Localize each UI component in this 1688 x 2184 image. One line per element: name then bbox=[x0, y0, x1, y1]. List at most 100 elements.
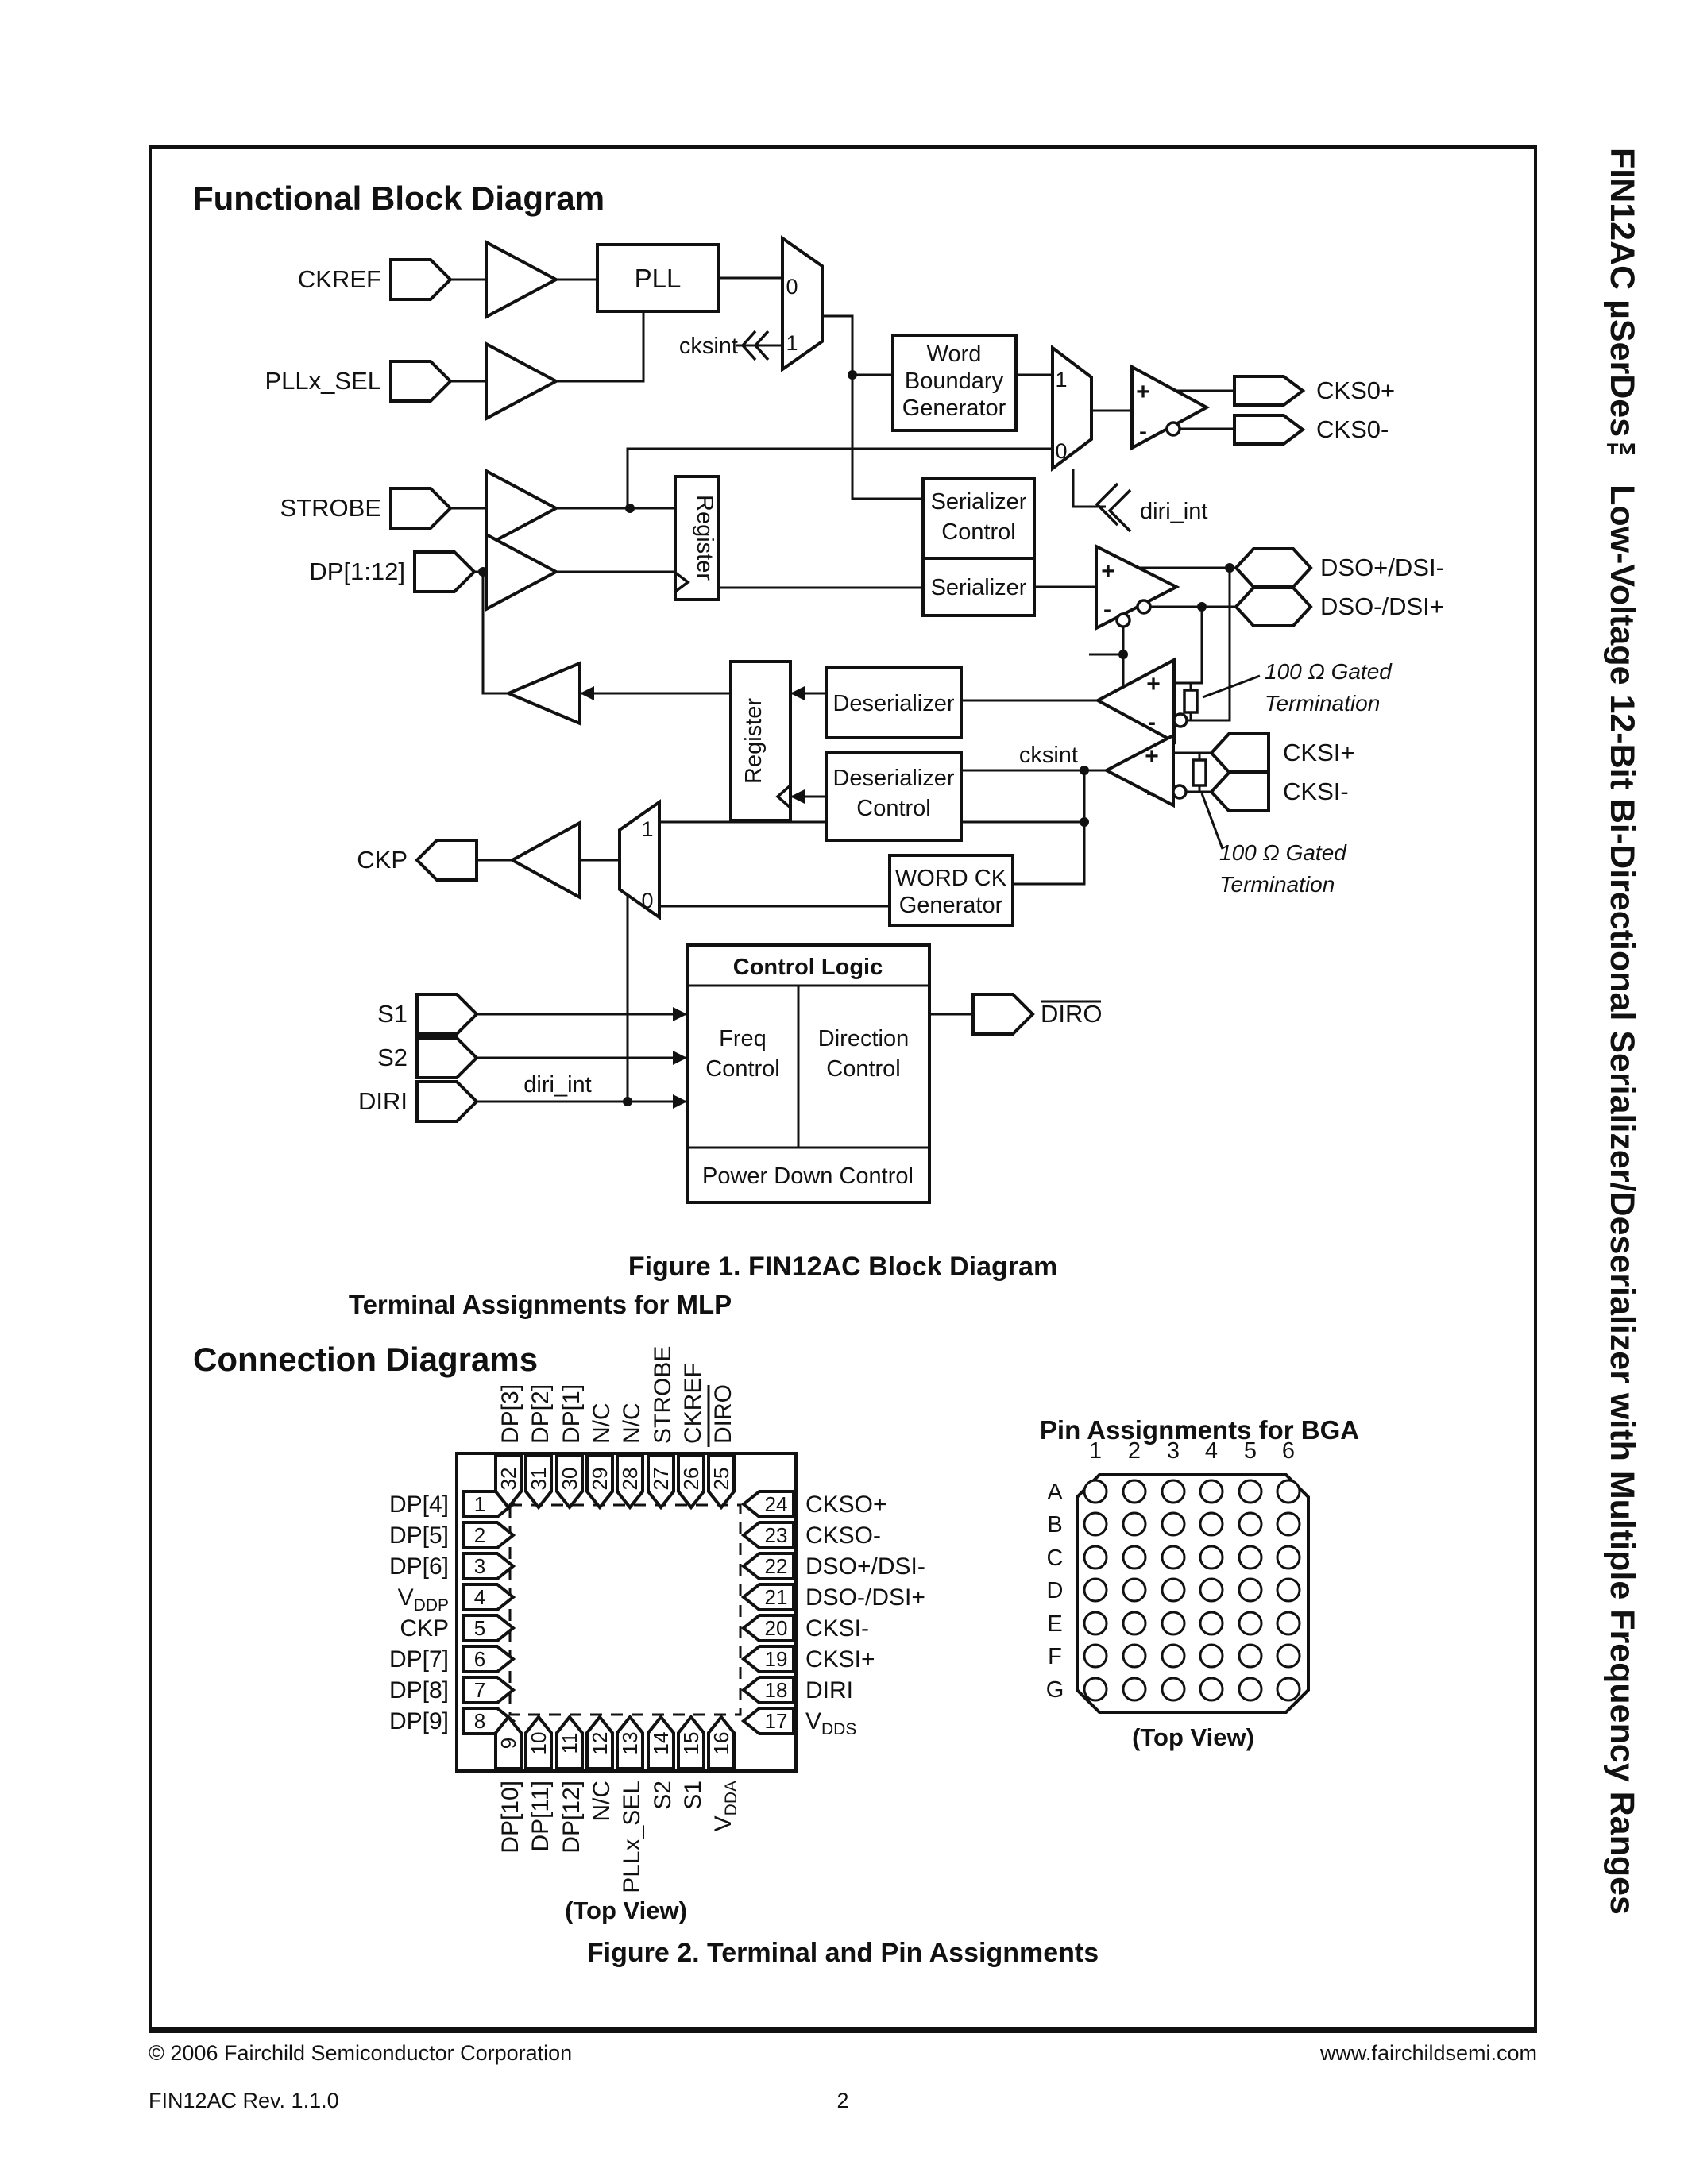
mlp-pin-shape bbox=[677, 1714, 705, 1770]
deserializer-control-label-1: Deserializer bbox=[832, 766, 954, 791]
mlp-pin-number: 14 bbox=[649, 1732, 673, 1755]
dsi-receiver bbox=[1094, 657, 1176, 745]
word-ck-generator-block bbox=[888, 854, 1014, 927]
bga-top-view-label: (Top View) bbox=[1132, 1723, 1254, 1751]
mlp-pin-number: 31 bbox=[527, 1468, 550, 1491]
mlp-pin-label: STROBE bbox=[650, 1346, 676, 1444]
bga-column-number: 1 bbox=[1089, 1438, 1102, 1464]
bga-ball bbox=[1122, 1577, 1147, 1603]
cksint-net-label-top: cksint bbox=[679, 334, 738, 359]
mlp-pin-label: DIRI bbox=[805, 1677, 853, 1704]
mlp-pin-label: CKSI+ bbox=[805, 1646, 875, 1673]
word-boundary-generator-block bbox=[891, 334, 1018, 432]
bga-ball bbox=[1161, 1545, 1186, 1570]
footer-website: www.fairchildsemi.com bbox=[1319, 2041, 1537, 2065]
mlp-pin-number: 4 bbox=[474, 1585, 485, 1609]
bga-row-letter: D bbox=[1047, 1578, 1064, 1603]
mlp-pin-shape bbox=[555, 1714, 584, 1770]
pll-label: PLL bbox=[635, 264, 682, 293]
bga-ball bbox=[1238, 1677, 1263, 1702]
dp-bus-label: DP[1:12] bbox=[309, 558, 405, 585]
mlp-pin-label: DP[10] bbox=[497, 1781, 523, 1854]
figure1-caption: Figure 1. FIN12AC Block Diagram bbox=[628, 1252, 1058, 1282]
mlp-pin-label: DP[12] bbox=[558, 1781, 585, 1854]
mux3-in1-label: 1 bbox=[641, 817, 653, 841]
mlp-pin-shape bbox=[740, 1583, 795, 1611]
mlp-pin-number: 15 bbox=[679, 1732, 703, 1755]
strobe-buffer bbox=[485, 468, 560, 549]
bga-row-letter: E bbox=[1047, 1611, 1062, 1637]
figure1-block-diagram: CKREF PLLx_SEL STROBE DP[1:12] CKP S1 S2… bbox=[265, 235, 1444, 1204]
mlp-pin-number: 21 bbox=[765, 1585, 788, 1609]
serializer-control-block bbox=[921, 477, 1036, 560]
bga-column-number: 4 bbox=[1205, 1438, 1218, 1464]
bga-ball bbox=[1122, 1545, 1147, 1570]
mlp-pin-label: DP[3] bbox=[497, 1384, 523, 1444]
s2-pad bbox=[415, 1036, 479, 1079]
control-logic-block bbox=[686, 943, 931, 1204]
direction-control-label-1: Direction bbox=[818, 1026, 909, 1051]
mlp-pin-shape bbox=[740, 1614, 795, 1642]
bga-row-letter: C bbox=[1047, 1545, 1064, 1571]
cksint-bus-chevron bbox=[740, 330, 770, 361]
ckref-pad bbox=[389, 258, 453, 301]
mlp-pin-label: DP[8] bbox=[389, 1677, 449, 1704]
svg-text:-: - bbox=[1103, 596, 1111, 623]
cks0-source-mux bbox=[1051, 344, 1093, 473]
power-down-control-label: Power Down Control bbox=[702, 1163, 914, 1189]
s1-pad bbox=[415, 993, 479, 1036]
bga-ball bbox=[1276, 1577, 1301, 1603]
bga-ball bbox=[1199, 1611, 1224, 1636]
register-tx-label: Register bbox=[692, 495, 717, 581]
mlp-pin-label: N/C bbox=[589, 1403, 615, 1444]
bga-package-outline bbox=[1076, 1473, 1310, 1714]
bga-ball bbox=[1122, 1611, 1147, 1636]
mlp-pin-label: CKP bbox=[400, 1615, 449, 1642]
bga-ball bbox=[1238, 1479, 1263, 1504]
mlp-pin-number: 2 bbox=[474, 1523, 485, 1547]
mlp-pin-label: N/C bbox=[589, 1781, 615, 1822]
bga-ball bbox=[1238, 1511, 1263, 1537]
mlp-pin-shape bbox=[740, 1490, 795, 1518]
diri-int-net-label-bottom: diri_int bbox=[523, 1072, 591, 1098]
bga-ball bbox=[1276, 1545, 1301, 1570]
mlp-pin-label: DSO+/DSI- bbox=[805, 1553, 925, 1580]
mlp-pin-label: DP[7] bbox=[389, 1646, 449, 1673]
ckp-label: CKP bbox=[357, 846, 408, 874]
mlp-pin-label: CKSO- bbox=[805, 1522, 881, 1549]
word-ck-label-1: WORD CK bbox=[895, 866, 1007, 891]
fig1-wires bbox=[450, 276, 1261, 1103]
serializer-control-label-1: Serializer bbox=[931, 489, 1027, 515]
mux1-in1-label: 1 bbox=[786, 331, 798, 355]
pllx-sel-label: PLLx_SEL bbox=[265, 367, 382, 395]
bga-ball bbox=[1083, 1643, 1108, 1669]
cksi-minus-label: CKSI- bbox=[1283, 778, 1349, 805]
bga-ball bbox=[1276, 1511, 1301, 1537]
bga-ball bbox=[1083, 1545, 1108, 1570]
ckp-source-mux bbox=[618, 799, 661, 920]
bga-ball bbox=[1238, 1577, 1263, 1603]
svg-text:-: - bbox=[1148, 709, 1156, 735]
freq-control-label-2: Control bbox=[705, 1056, 780, 1082]
mlp-pin-number: 28 bbox=[618, 1468, 642, 1491]
mlp-pin-label: DP[9] bbox=[389, 1708, 449, 1734]
diri-int-net-label-top: diri_int bbox=[1140, 499, 1207, 524]
mlp-pin-label: CKREF bbox=[680, 1363, 706, 1444]
bga-column-number: 6 bbox=[1282, 1438, 1295, 1464]
mlp-pin-shape bbox=[616, 1714, 644, 1770]
mlp-pin-number: 16 bbox=[709, 1732, 733, 1755]
mlp-pin-label: VDDP bbox=[398, 1584, 449, 1615]
mux1-in0-label: 0 bbox=[786, 275, 798, 299]
bga-ball bbox=[1199, 1643, 1224, 1669]
bga-column-number: 5 bbox=[1244, 1438, 1257, 1464]
bga-ball bbox=[1199, 1511, 1224, 1537]
figure2-caption: Figure 2. Terminal and Pin Assignments bbox=[586, 1938, 1099, 1968]
bga-ball bbox=[1238, 1611, 1263, 1636]
bga-ball bbox=[1122, 1643, 1147, 1669]
mlp-pin-number: 22 bbox=[765, 1554, 788, 1578]
register-rx-clock-chevron bbox=[775, 784, 792, 809]
mlp-pin-shape bbox=[585, 1454, 614, 1511]
serializer-label: Serializer bbox=[931, 575, 1027, 600]
mlp-pin-shape bbox=[555, 1454, 584, 1511]
